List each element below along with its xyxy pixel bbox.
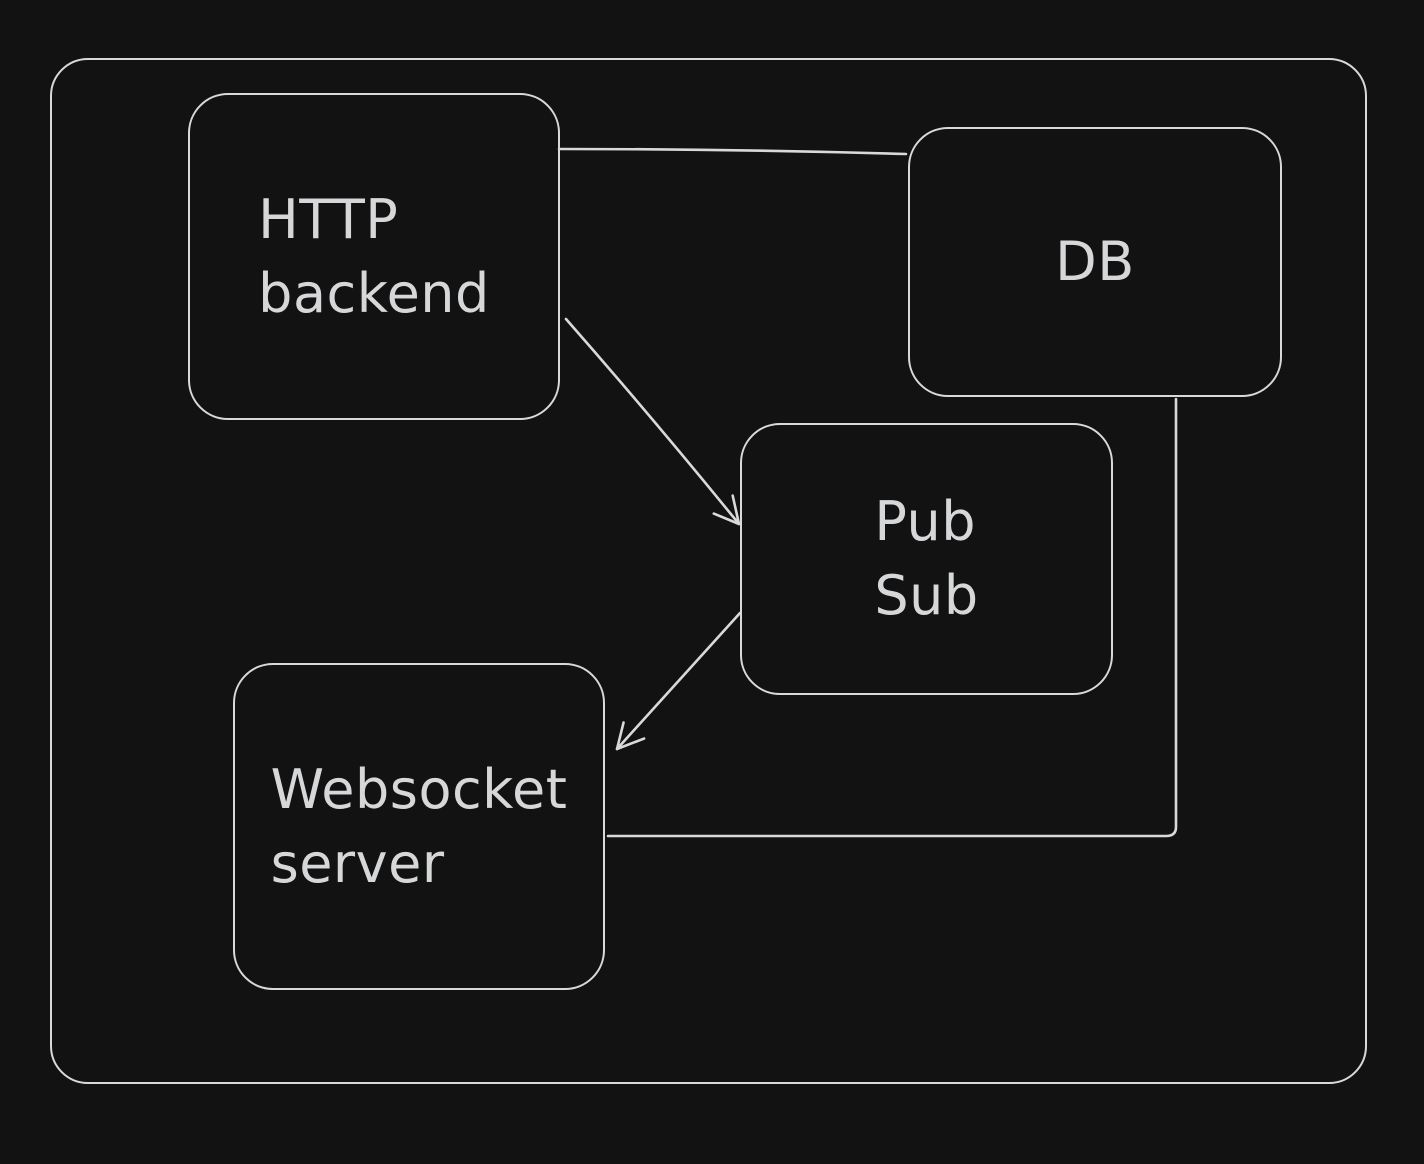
node-pub-sub-label-line1: Pub: [874, 490, 976, 553]
node-websocket-server[interactable]: Websocket server: [233, 663, 605, 990]
edge-http-backend-to-pub-sub[interactable]: [564, 317, 741, 526]
node-pub-sub-label-line2: Sub: [874, 564, 979, 627]
node-http-backend[interactable]: HTTP backend: [188, 93, 560, 420]
node-websocket-server-label: Websocket server: [271, 753, 568, 901]
edge-db-to-websocket-server[interactable]: [606, 397, 1178, 838]
edge-http-backend-to-db[interactable]: [557, 147, 908, 156]
node-pub-sub[interactable]: Pub Sub: [740, 423, 1113, 695]
node-websocket-server-label-line1: Websocket: [270, 757, 568, 821]
edge-pub-sub-to-websocket-server[interactable]: [615, 611, 742, 751]
node-http-backend-label-line2: backend: [258, 261, 490, 325]
node-db[interactable]: DB: [908, 127, 1282, 397]
node-pub-sub-label: Pub Sub: [874, 485, 978, 633]
node-db-label: DB: [1055, 225, 1135, 299]
node-http-backend-label-line1: HTTP: [258, 187, 399, 251]
node-http-backend-label: HTTP backend: [258, 183, 490, 331]
node-websocket-server-label-line2: server: [270, 831, 445, 895]
node-db-label-line1: DB: [1055, 230, 1135, 293]
system-boundary-box[interactable]: [50, 58, 1367, 1084]
